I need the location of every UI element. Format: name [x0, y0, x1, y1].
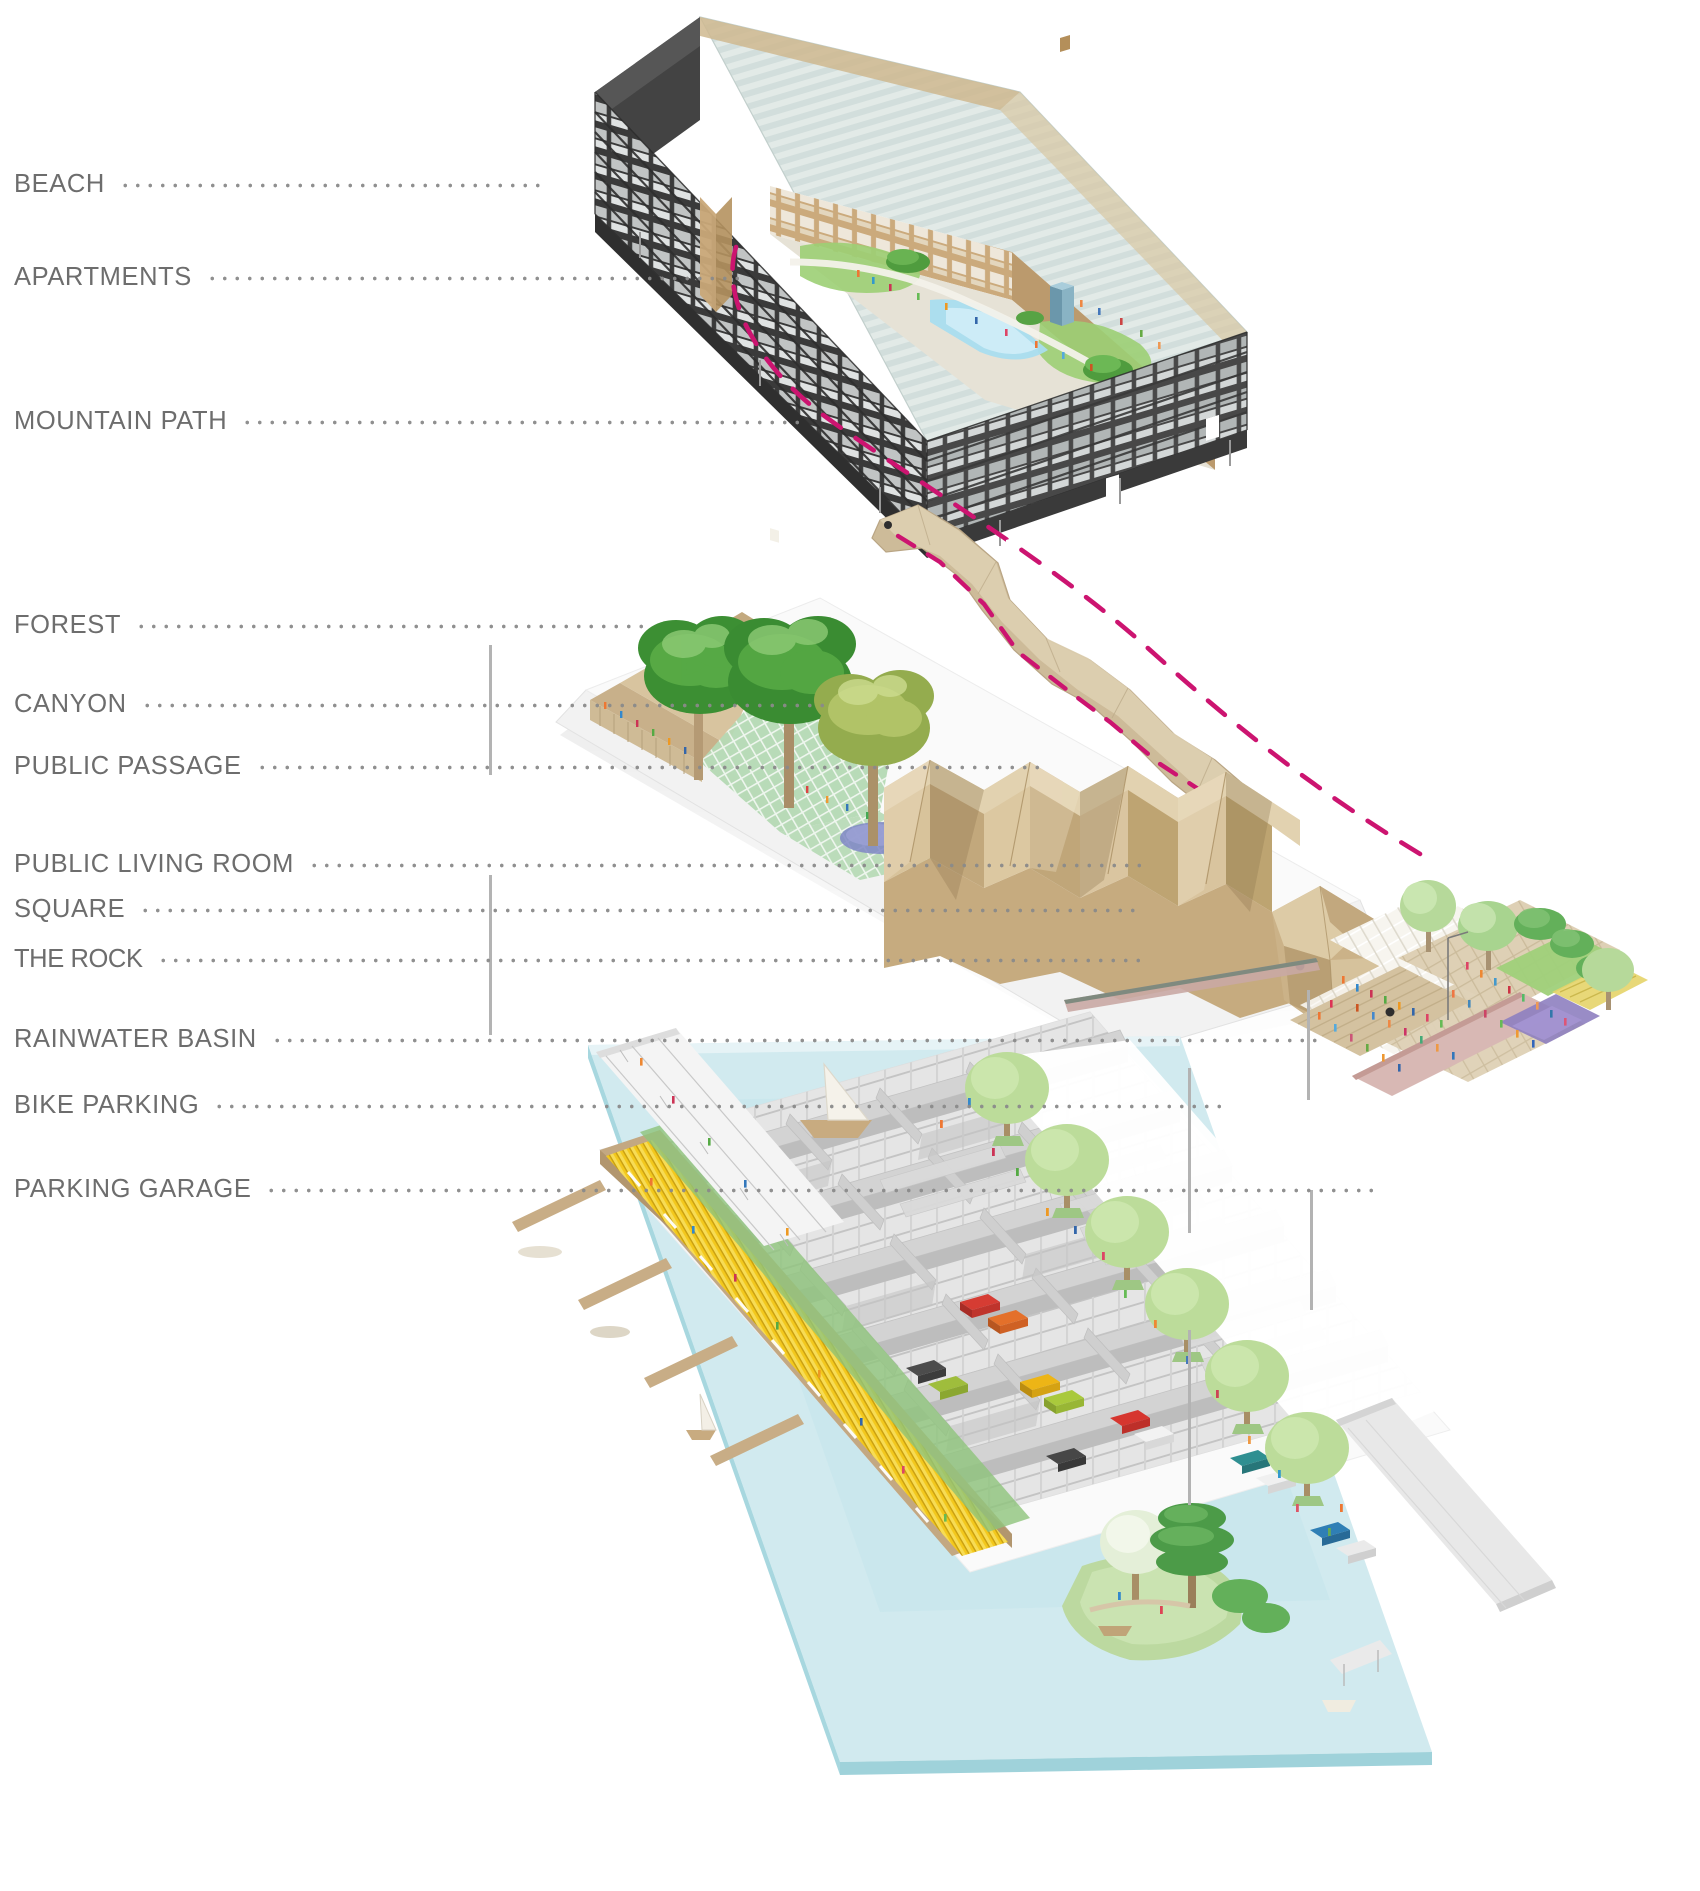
callout-label-text: THE ROCK — [14, 945, 143, 974]
tick-square — [489, 875, 492, 1035]
callout-label-text: BEACH — [14, 170, 105, 199]
callout-canyon: CANYON — [14, 688, 831, 722]
courtyard-trees — [886, 249, 1133, 382]
callout-apartments: APARTMENTS — [14, 261, 746, 295]
tick-rock — [1307, 990, 1310, 1100]
callout-leader-line — [118, 182, 544, 188]
callout-bike-parking: BIKE PARKING — [14, 1089, 1224, 1123]
callout-public-living-room: PUBLIC LIVING ROOM — [14, 848, 1144, 882]
callout-leader-line — [255, 764, 1046, 770]
tick-garage — [1188, 1330, 1191, 1505]
callout-label-text: RAINWATER BASIN — [14, 1025, 257, 1054]
callout-label-text: SQUARE — [14, 895, 126, 924]
callout-the-rock: THE ROCK — [14, 943, 1142, 977]
callout-leader-line — [156, 957, 1142, 963]
forest-visitors — [806, 786, 933, 849]
parked-cars — [906, 1294, 1376, 1564]
callout-label-text: APARTMENTS — [14, 263, 192, 292]
south-island — [1062, 1503, 1290, 1661]
callout-label-text: PUBLIC PASSAGE — [14, 752, 242, 781]
callout-label-text: CANYON — [14, 690, 127, 719]
callout-leader-line — [139, 907, 1140, 913]
forest-trees — [638, 616, 934, 846]
square-crowd — [1318, 962, 1567, 1072]
callout-mountain-path: MOUNTAIN PATH — [14, 405, 802, 439]
courtyard-tower — [1050, 282, 1074, 326]
plaza-trees — [1400, 880, 1634, 1010]
garage-ramp — [1336, 1398, 1556, 1612]
square-plaza — [1290, 880, 1648, 1096]
callout-label-text: PARKING GARAGE — [14, 1175, 252, 1204]
callout-leader-line — [135, 623, 651, 629]
bike-users — [650, 1178, 947, 1522]
callout-leader-line — [140, 702, 831, 708]
courtyard-people — [857, 270, 1161, 397]
callout-leader-line — [270, 1037, 1321, 1043]
south-dock — [1322, 1640, 1392, 1712]
callout-leader-line — [241, 419, 802, 425]
bridge-people — [640, 1058, 789, 1236]
layer-mountain-path — [871, 504, 1269, 843]
tick-basin — [1188, 1068, 1191, 1233]
canyon-rock — [884, 414, 1432, 1032]
callout-parking-garage: PARKING GARAGE — [14, 1173, 1376, 1207]
tick-bike — [1310, 1190, 1313, 1310]
callout-label-text: PUBLIC LIVING ROOM — [14, 850, 295, 879]
callout-forest: FOREST — [14, 609, 651, 643]
callout-rainwater-basin: RAINWATER BASIN — [14, 1023, 1321, 1057]
callout-leader-line — [213, 1103, 1224, 1109]
callout-public-passage: PUBLIC PASSAGE — [14, 750, 1046, 784]
callout-label-text: FOREST — [14, 611, 122, 640]
promenade-people — [940, 1098, 1343, 1536]
boats — [518, 1246, 717, 1440]
callout-square: SQUARE — [14, 893, 1140, 927]
callout-leader-line — [308, 862, 1144, 868]
callout-label-text: BIKE PARKING — [14, 1091, 200, 1120]
layer-water-plane — [588, 1036, 1432, 1775]
tick-forest — [489, 645, 492, 775]
callout-label-text: MOUNTAIN PATH — [14, 407, 228, 436]
callout-leader-line — [265, 1187, 1376, 1193]
callout-beach: BEACH — [14, 168, 544, 202]
callout-leader-line — [205, 275, 746, 281]
footbridge — [596, 1028, 844, 1251]
